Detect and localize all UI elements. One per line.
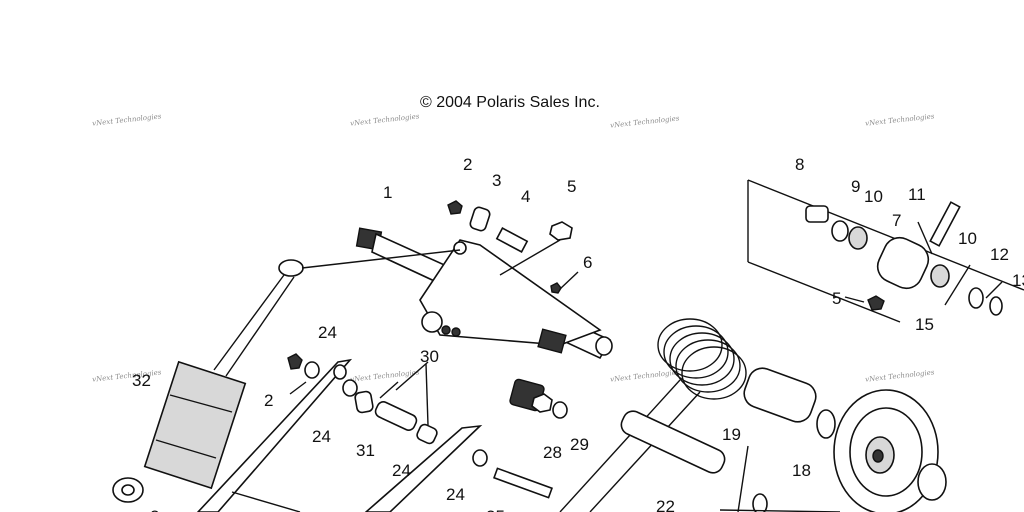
callout: 4 xyxy=(521,187,530,206)
callout: 9 xyxy=(851,177,860,196)
callout: 24 xyxy=(312,427,331,446)
callout-labels: 1 2 3 4 5 6 8 9 10 11 7 10 12 13 5 15 24… xyxy=(132,155,1024,512)
callout: 19 xyxy=(722,425,741,444)
torsion-spring xyxy=(559,318,747,512)
rear-torque-arm xyxy=(301,227,613,360)
idler-bracket-group xyxy=(747,179,1024,323)
lower-linkage xyxy=(196,353,568,512)
callout: 2 xyxy=(463,155,472,174)
callout: 12 xyxy=(990,245,1009,264)
callout: 28 xyxy=(543,443,562,462)
callout: 31 xyxy=(356,441,375,460)
callout: 8 xyxy=(795,155,804,174)
callout: 15 xyxy=(915,315,934,334)
callout: 10 xyxy=(958,229,977,248)
callout: 25 xyxy=(486,507,505,512)
callout: 22 xyxy=(656,497,675,512)
wheel-and-spacers xyxy=(620,367,947,512)
callout: 10 xyxy=(864,187,883,206)
callout: 24 xyxy=(446,485,465,504)
callout: 24 xyxy=(318,323,337,342)
copyright-notice: © 2004 Polaris Sales Inc. xyxy=(420,94,600,111)
callout: 29 xyxy=(570,435,589,454)
callout: 2 xyxy=(264,391,273,410)
callout: 3 xyxy=(492,171,501,190)
callout: 5 xyxy=(567,177,576,196)
callout: 7 xyxy=(892,211,901,230)
callout: 24 xyxy=(392,461,411,480)
callout: 32 xyxy=(132,371,151,390)
shock-absorber xyxy=(112,259,304,503)
callout: 2 xyxy=(150,507,159,512)
callout: 11 xyxy=(908,185,926,204)
top-fasteners xyxy=(447,200,579,294)
callout: 30 xyxy=(420,347,439,366)
callout: 6 xyxy=(583,253,592,272)
callout: 18 xyxy=(792,461,811,480)
callout: 5 xyxy=(832,289,841,308)
callout: 13 xyxy=(1012,271,1024,290)
callout: 1 xyxy=(383,183,392,202)
